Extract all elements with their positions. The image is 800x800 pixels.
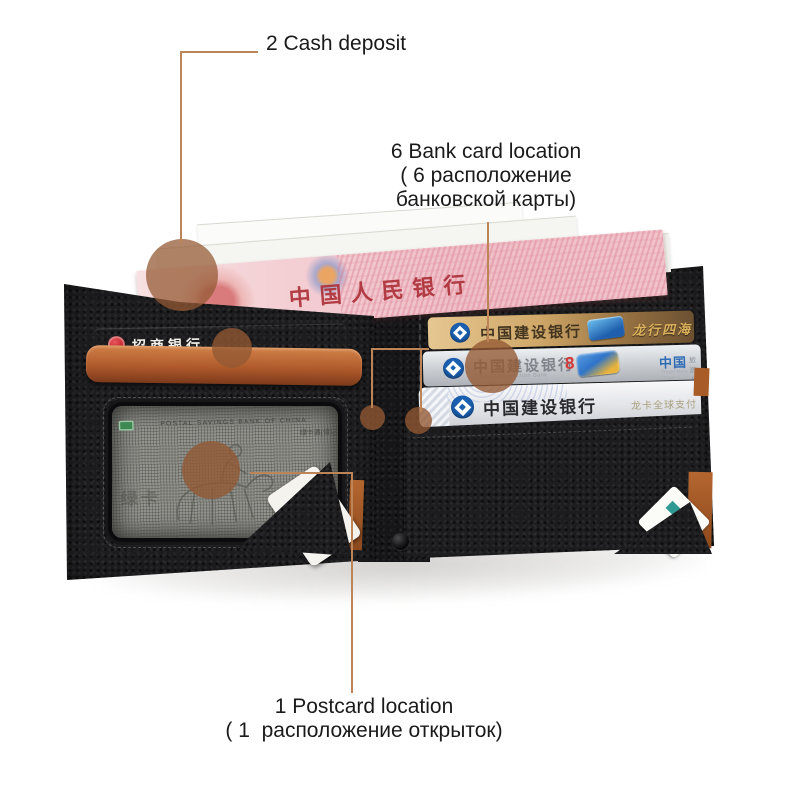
callout-bank-line2: ( 6 расположение: [400, 164, 572, 187]
postal-card-chip-icon: [118, 420, 134, 431]
marker-dot-cmb-slot: [212, 328, 252, 368]
postal-card-side-label: 绿卡通(借记: [299, 429, 338, 438]
ccb-white-bank-name: 中国建设银行: [482, 397, 598, 420]
leader-line-fold-drop-left: [371, 348, 373, 408]
ccb-gold-slogan: 龙行四海: [631, 321, 693, 339]
leader-line-fold-drop-right: [420, 348, 422, 412]
marker-dot-fold-left: [360, 405, 385, 430]
ccb-white-slogan: 龙卡全球支付: [630, 399, 698, 413]
leader-line-bankcards-vertical: [487, 222, 489, 342]
leader-line-postcard-vertical: [351, 472, 353, 693]
leader-line-cash-vertical: [180, 51, 182, 243]
callout-bank-card-location: 6 Bank card location ( 6 расположение ба…: [352, 140, 620, 212]
callout-bank-line1: 6 Bank card location: [390, 140, 582, 163]
callout-cash-deposit: 2 Cash deposit: [266, 32, 407, 55]
callout-postcard-line2: ( 1 расположение открыток): [225, 719, 503, 742]
ccb-silver-brand-badge: [575, 349, 621, 378]
callout-postcard-location: 1 Postcard location ( 1 расположение отк…: [204, 695, 524, 743]
ccb-silver-badge-8: 8: [564, 353, 575, 373]
callout-postcard-line1: 1 Postcard location: [274, 695, 454, 718]
leader-line-cash-horizontal: [180, 51, 258, 53]
marker-dot-bank-cards: [465, 339, 519, 393]
leader-line-postcard-horizontal: [250, 472, 353, 474]
ccb-logo-icon: [449, 322, 471, 343]
marker-dot-window: [182, 441, 240, 499]
callout-bank-line3: банковской карты): [395, 188, 577, 211]
ccb-logo-icon: [450, 395, 475, 419]
ccb-logo-icon: [442, 357, 465, 380]
postal-card-watermark: 绿卡: [120, 488, 161, 509]
marker-dot-cash: [146, 239, 218, 311]
marker-dot-fold-right: [405, 407, 432, 434]
snap-button: [392, 533, 409, 550]
leader-line-fold-horizontal: [371, 348, 429, 350]
right-lining-sliver-top: [693, 367, 710, 397]
ccb-gold-brand-badge: [586, 315, 626, 342]
